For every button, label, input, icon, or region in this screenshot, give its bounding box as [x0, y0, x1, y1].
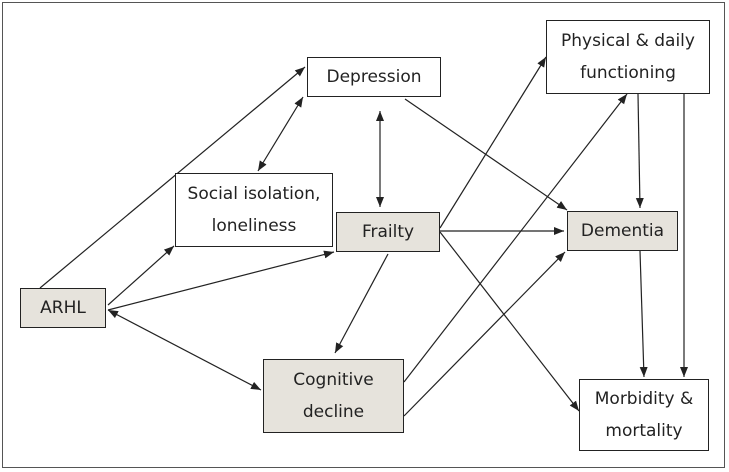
node-arhl: ARHL	[20, 288, 106, 328]
node-social-isolation: Social isolation, loneliness	[175, 173, 333, 247]
node-frailty-label: Frailty	[361, 222, 415, 242]
node-morbidity-mortality-line1: Morbidity &	[594, 389, 694, 409]
node-arhl-label: ARHL	[40, 298, 86, 318]
arrow-frailty-to-physical	[439, 56, 547, 229]
arrow-cognitive-to-physical	[403, 93, 628, 383]
arrow-arhl-to-cognitive	[107, 309, 262, 391]
arrow-social-to-depression	[257, 96, 304, 172]
node-depression-label: Depression	[326, 67, 422, 87]
node-frailty: Frailty	[336, 212, 440, 252]
arrow-arhl-to-frailty	[107, 250, 335, 311]
arrow-physical-to-dementia	[635, 93, 644, 209]
node-cognitive-decline: Cognitive decline	[263, 359, 404, 433]
node-morbidity-mortality: Morbidity & mortality	[579, 379, 709, 451]
node-physical-functioning: Physical & daily functioning	[546, 20, 710, 94]
node-physical-functioning-line2: functioning	[580, 63, 676, 83]
arrow-dementia-to-morbidity	[639, 250, 648, 378]
node-cognitive-decline-line1: Cognitive	[293, 370, 374, 390]
node-social-isolation-line1: Social isolation,	[187, 184, 321, 204]
node-cognitive-decline-line2: decline	[302, 402, 365, 422]
node-dementia-label: Dementia	[580, 221, 665, 241]
arrow-arhl-to-social	[107, 245, 175, 306]
arrow-cognitive-to-dementia	[403, 251, 566, 417]
node-dementia: Dementia	[567, 211, 678, 251]
diagram-frame	[2, 2, 725, 468]
node-depression: Depression	[307, 57, 441, 97]
arrow-frailty-to-morbidity	[439, 231, 580, 412]
node-physical-functioning-line1: Physical & daily	[561, 31, 695, 51]
arrow-frailty-to-cognitive	[334, 253, 389, 354]
node-morbidity-mortality-line2: mortality	[605, 421, 683, 441]
node-social-isolation-line2: loneliness	[211, 216, 297, 236]
